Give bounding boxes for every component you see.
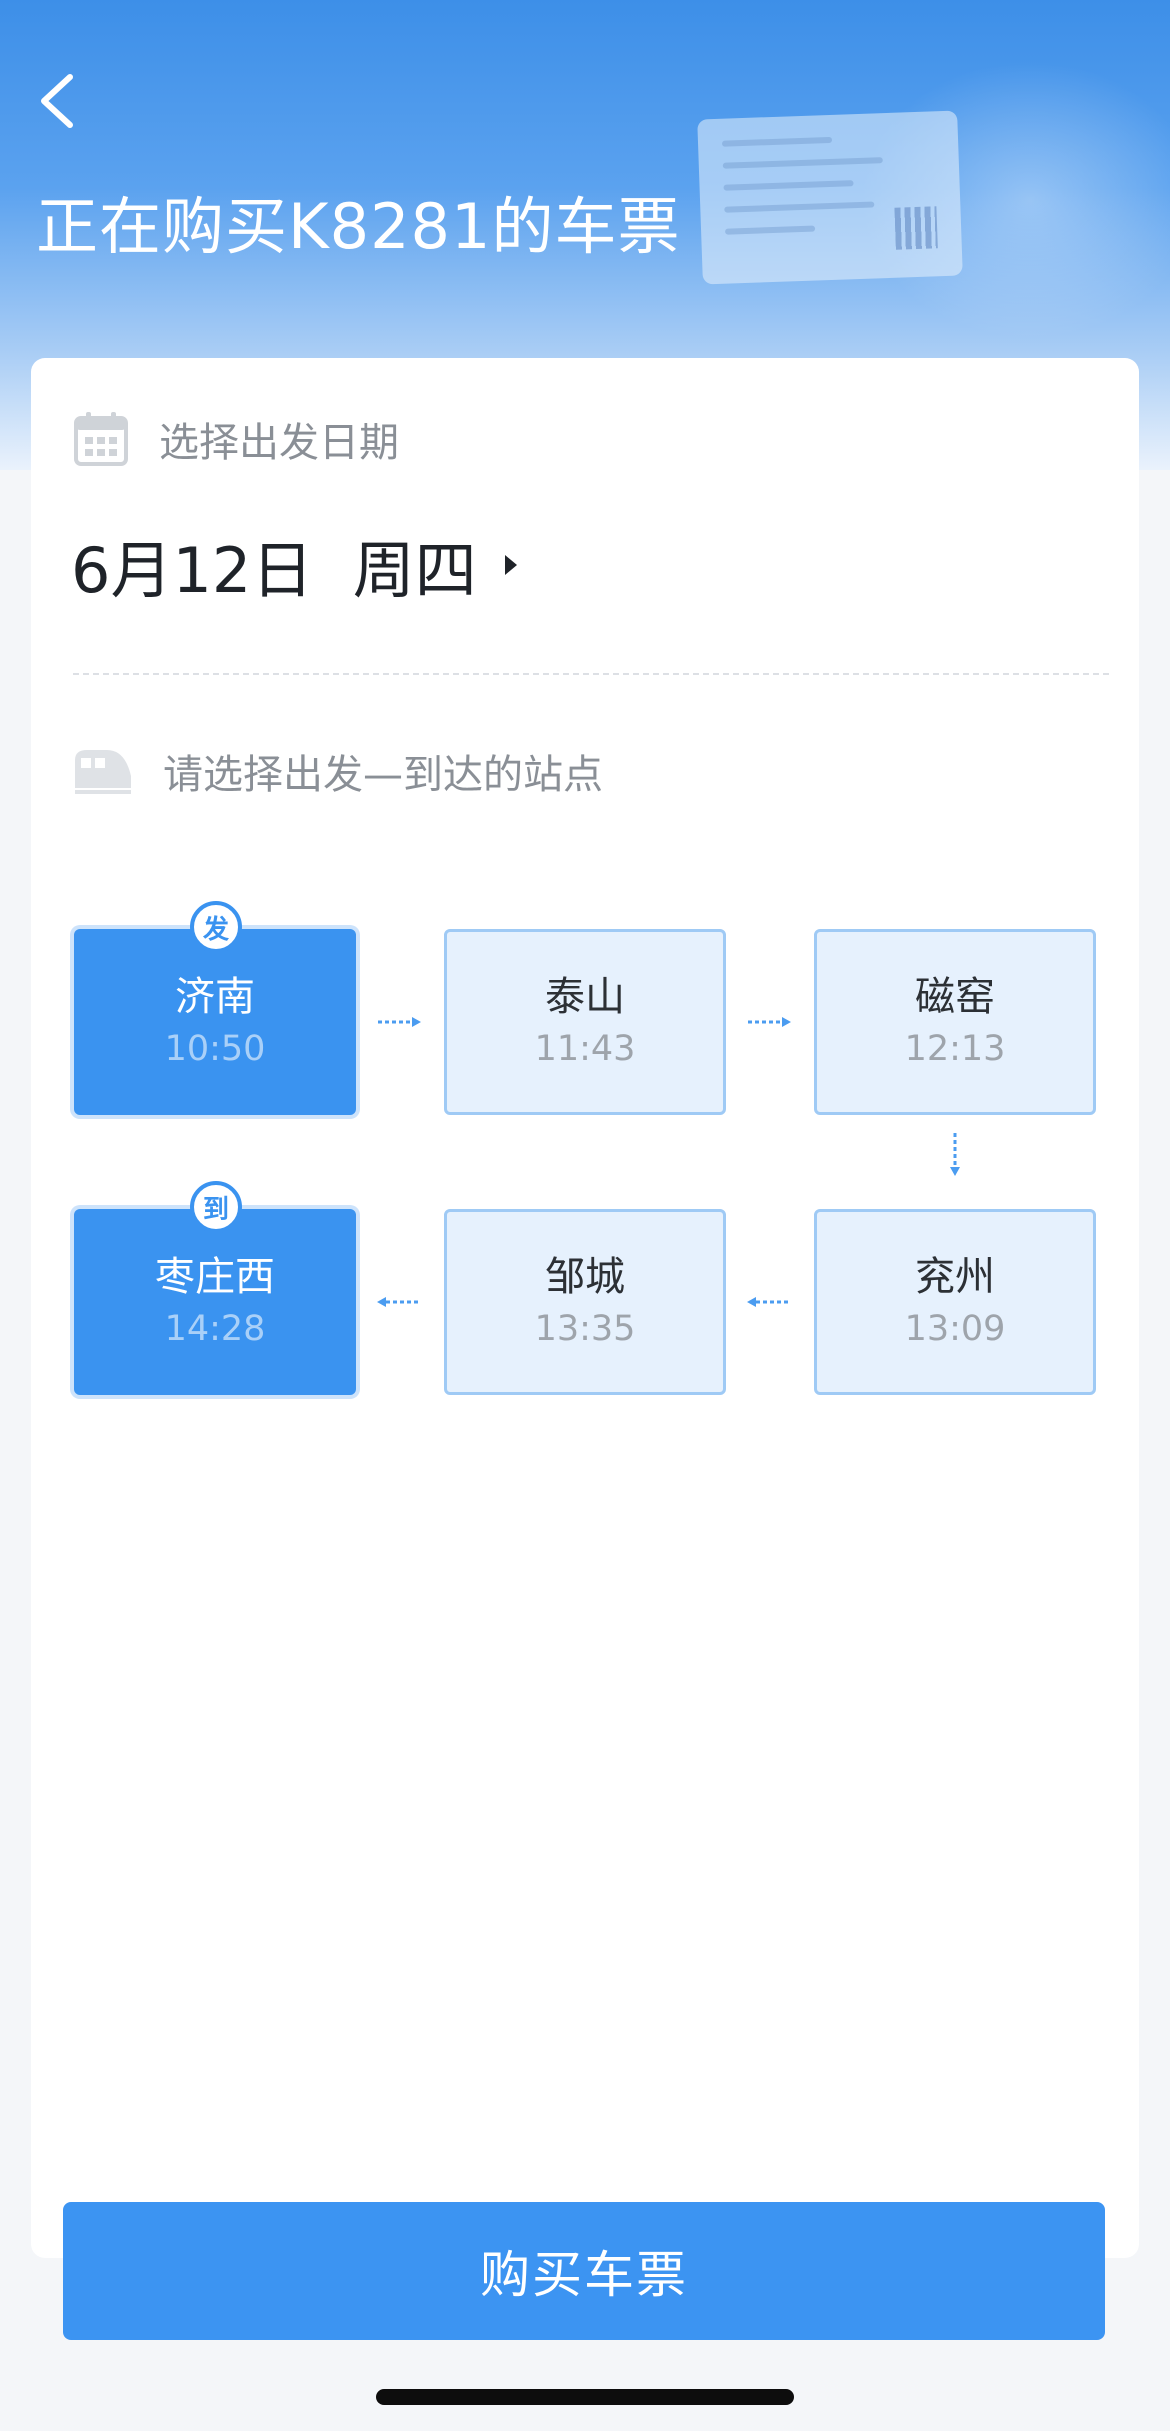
buy-ticket-button[interactable]: 购买车票 [63,2202,1105,2340]
station-name: 枣庄西 [155,1254,275,1300]
station-time: 13:35 [534,1309,636,1349]
station-name: 邹城 [545,1254,625,1300]
ticket-illustration [697,110,963,285]
station-section-label: 请选择出发—到达的站点 [163,752,603,798]
train-icon [75,750,131,794]
station-taishan[interactable]: 泰山 11:43 [444,929,726,1115]
arrow-left-icon [376,1294,422,1310]
station-time: 10:50 [164,1029,266,1069]
back-button[interactable] [36,66,96,136]
arrow-right-icon [376,1014,422,1030]
date-section-header: 选择出发日期 [73,410,399,468]
station-name: 济南 [175,974,255,1020]
station-zaozhuangxi[interactable]: 枣庄西 14:28 [74,1209,356,1395]
station-section-header: 请选择出发—到达的站点 [73,742,603,800]
station-name: 兖州 [915,1254,995,1300]
station-time: 13:09 [904,1309,1006,1349]
station-jinan[interactable]: 济南 10:50 [74,929,356,1115]
home-indicator[interactable] [376,2389,794,2405]
calendar-icon [74,412,128,466]
station-time: 11:43 [534,1029,636,1069]
date-picker[interactable]: 6月12日 周四 [71,520,517,610]
depart-badge: 发 [190,901,242,953]
station-time: 14:28 [164,1309,266,1349]
station-yanzhou[interactable]: 兖州 13:09 [814,1209,1096,1395]
station-name: 泰山 [545,974,625,1020]
section-divider [73,673,1109,675]
date-section-label: 选择出发日期 [159,420,399,466]
station-name: 磁窑 [915,974,995,1020]
page-title: 正在购买K8281的车票 [36,190,681,263]
station-time: 12:13 [904,1029,1006,1069]
selection-card: 选择出发日期 6月12日 周四 请选择出发—到达的站点 济南 10:50 发 [31,358,1139,2258]
station-zoucheng[interactable]: 邹城 13:35 [444,1209,726,1395]
chevron-left-icon [41,74,73,128]
arrive-badge: 到 [190,1181,242,1233]
selected-date: 6月12日 周四 [71,534,477,607]
station-ciyao[interactable]: 磁窑 12:13 [814,929,1096,1115]
arrow-down-icon [947,1131,963,1177]
caret-right-icon [504,555,517,575]
arrow-left-icon [746,1294,792,1310]
arrow-right-icon [746,1014,792,1030]
